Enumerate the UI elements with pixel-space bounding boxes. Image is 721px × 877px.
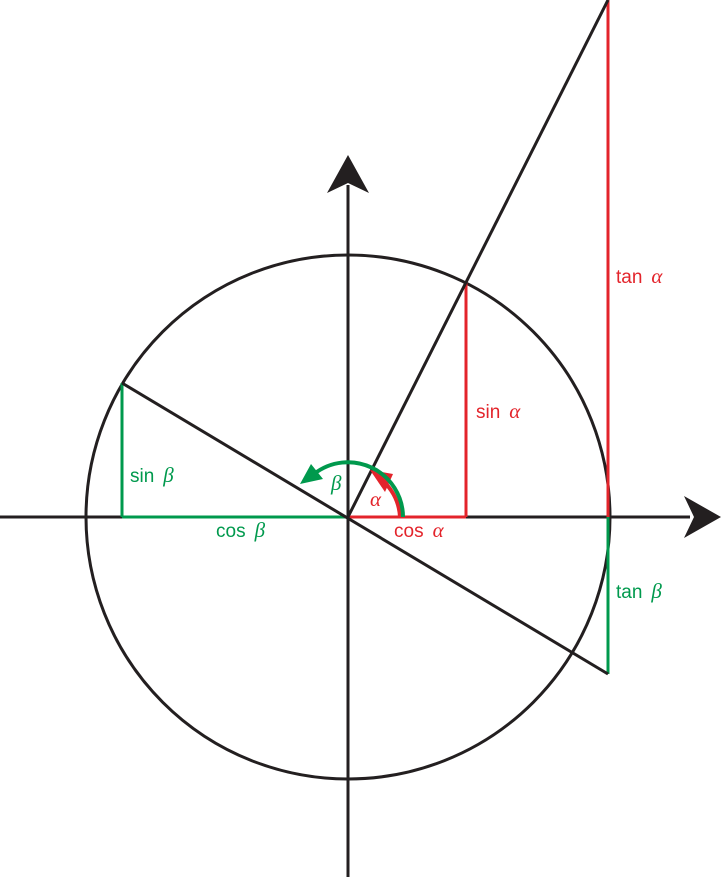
cos-beta-symbol: β	[254, 518, 266, 542]
beta-ray	[121, 381, 609, 676]
cos-alpha-func: cos	[394, 521, 424, 542]
alpha-ray	[346, 0, 610, 518]
sin-beta-label: sin β	[130, 463, 174, 487]
cos-beta-label: cos β	[216, 518, 266, 542]
tan-beta-label: tan β	[616, 579, 662, 603]
sin-alpha-func: sin	[476, 402, 500, 423]
sin-alpha-symbol: α	[509, 399, 521, 423]
tan-beta-func: tan	[616, 582, 642, 603]
alpha-arc-arrow-icon	[370, 470, 393, 492]
sin-beta-symbol: β	[162, 463, 174, 487]
x-axis-arrowhead-icon	[684, 496, 721, 538]
tan-beta-symbol: β	[650, 579, 662, 603]
tan-alpha-symbol: α	[651, 264, 663, 288]
tan-alpha-func: tan	[616, 267, 642, 288]
tan-alpha-label: tan α	[616, 264, 663, 288]
cos-alpha-label: cos α	[394, 518, 445, 542]
y-axis-arrowhead-icon	[327, 155, 369, 193]
beta-arc	[312, 460, 405, 518]
sin-beta-func: sin	[130, 466, 154, 487]
beta-arc-arrow-icon	[300, 464, 323, 484]
cos-alpha-symbol: α	[433, 518, 445, 542]
sin-alpha-label: sin α	[476, 399, 521, 423]
cos-beta-func: cos	[216, 521, 246, 542]
beta-angle-label: β	[330, 471, 342, 495]
alpha-angle-label: α	[370, 487, 382, 511]
